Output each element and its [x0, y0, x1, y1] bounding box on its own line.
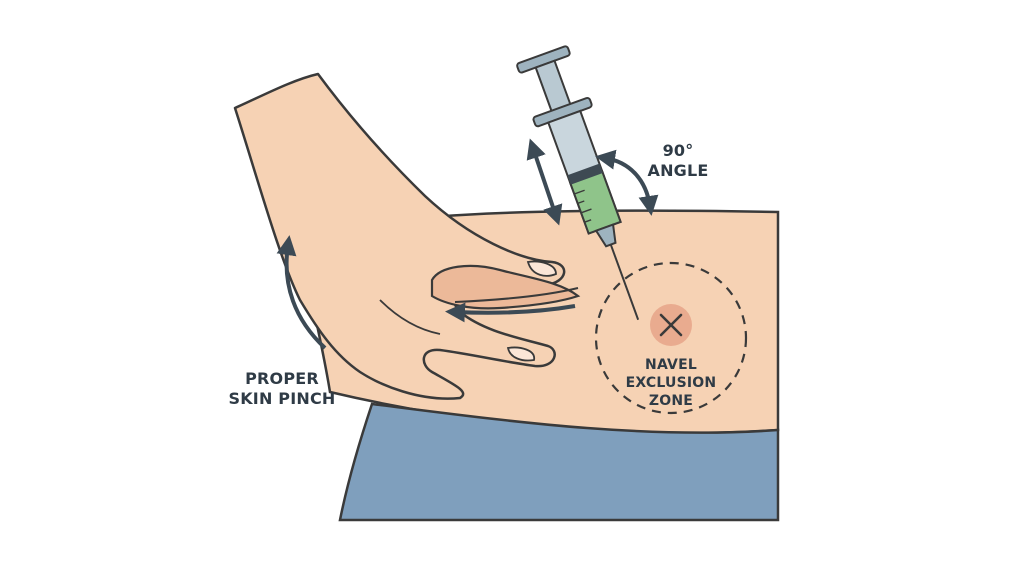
x-mark-icon — [659, 313, 683, 337]
pinch-label: PROPER SKIN PINCH — [222, 369, 342, 409]
navel-label-line1: NAVEL — [645, 357, 697, 373]
curved-arrow-icon — [276, 235, 327, 350]
angle-label-line1: 90° — [662, 141, 694, 160]
pinched-skin-fold — [430, 264, 581, 310]
thumb-nail — [526, 260, 557, 277]
plunger-stopper — [567, 163, 603, 185]
pinch-label-line2: SKIN PINCH — [228, 389, 336, 408]
angle-label: 90° ANGLE — [638, 141, 718, 181]
pinch-label-line1: PROPER — [245, 369, 319, 388]
forearm — [233, 72, 566, 400]
navel-exclusion-zone — [594, 261, 748, 415]
pants — [338, 402, 780, 522]
double-arrow-icon — [526, 138, 563, 226]
needle — [609, 244, 640, 321]
pinch-direction-arrow — [445, 302, 576, 323]
knuckle-line — [379, 299, 441, 335]
navel-label-line3: ZONE — [648, 393, 694, 409]
navel-label-line2: EXCLUSION — [625, 375, 717, 391]
navel-label: NAVEL EXCLUSION ZONE — [621, 356, 721, 410]
curved-double-arrow-icon — [595, 149, 659, 216]
finger-nail — [506, 346, 535, 362]
needle-hub — [594, 223, 617, 248]
fold-crease — [454, 287, 579, 303]
angle-label-line2: ANGLE — [647, 161, 709, 180]
barrel-graduations — [574, 189, 592, 223]
